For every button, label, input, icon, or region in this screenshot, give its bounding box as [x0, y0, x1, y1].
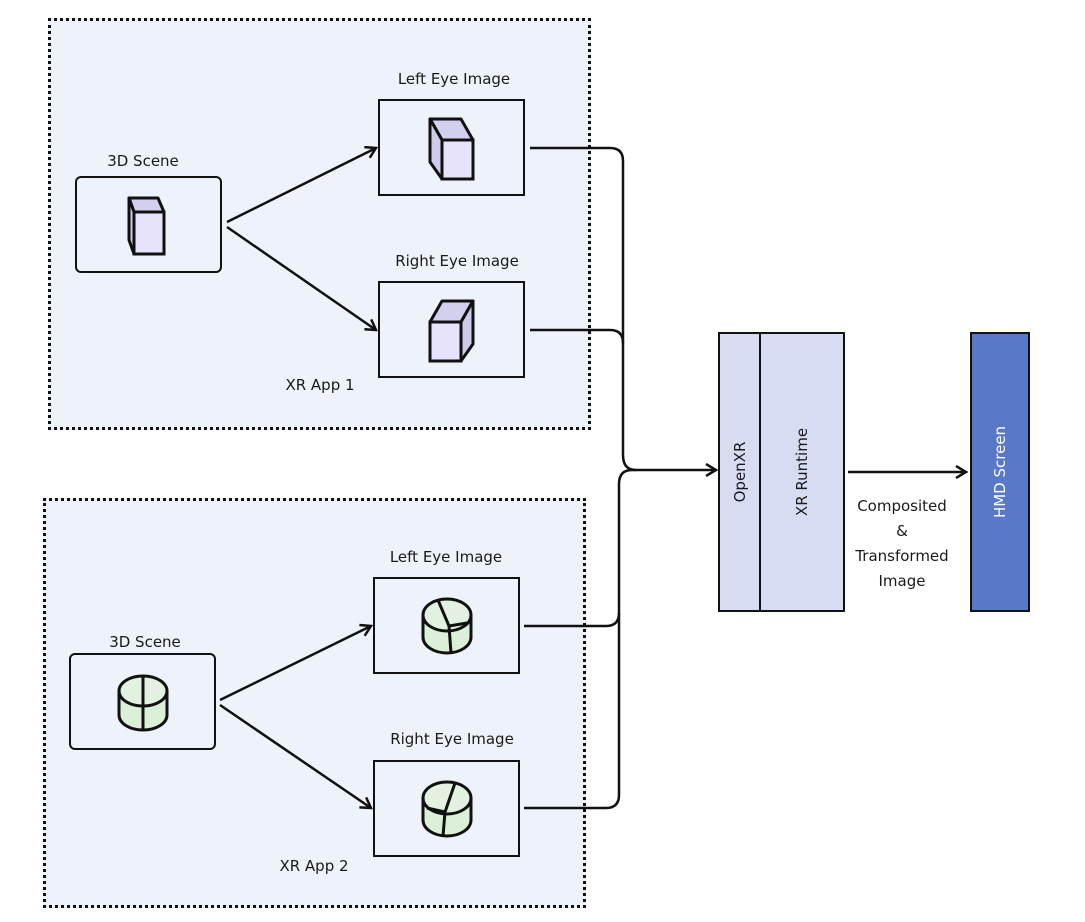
app2-scene-label: 3D Scene	[109, 633, 181, 651]
wire-app1-left	[530, 146, 637, 472]
app1-scene-label: 3D Scene	[107, 152, 179, 170]
app1-right-eye-image-box	[378, 281, 525, 378]
app1-3d-scene-box	[75, 176, 222, 273]
arrow-app1-scene-to-right	[226, 225, 376, 330]
arrow-app2-scene-to-left	[219, 626, 371, 702]
app1-right-eye-label: Right Eye Image	[395, 252, 519, 270]
app1-left-eye-label: Left Eye Image	[397, 70, 511, 88]
arrow-app1-scene-to-left	[226, 148, 376, 224]
xr-runtime-label: XR Runtime	[793, 427, 811, 517]
composited-image-label: Composited & Transformed Image	[855, 497, 949, 590]
cylinder-icon	[421, 597, 472, 654]
wire-app1-right	[530, 328, 625, 344]
xr-runtime-layer: XR Runtime	[759, 332, 845, 612]
openxr-layer: OpenXR	[718, 332, 762, 612]
app2-left-eye-image-box	[373, 577, 520, 674]
app2-3d-scene-box	[69, 653, 216, 750]
app2-left-eye-label: Left Eye Image	[389, 548, 503, 566]
arrow-app2-scene-to-right	[219, 703, 371, 808]
hmd-screen-label: HMD Screen	[991, 425, 1009, 519]
wire-app2-left	[524, 612, 621, 628]
app1-left-eye-image-box	[378, 99, 525, 196]
xr-app-2-label: XR App 2	[279, 857, 349, 875]
cube-icon	[428, 299, 474, 362]
wire-app2-right	[524, 468, 633, 810]
openxr-label: OpenXR	[731, 441, 749, 503]
cylinder-icon	[117, 674, 168, 731]
cube-icon	[428, 117, 474, 180]
cube-icon	[127, 196, 165, 255]
app2-right-eye-label: Right Eye Image	[390, 730, 514, 748]
xr-app-1-label: XR App 1	[285, 376, 355, 394]
app2-right-eye-image-box	[373, 760, 520, 857]
hmd-screen: HMD Screen	[970, 332, 1030, 612]
cylinder-icon	[421, 780, 472, 837]
